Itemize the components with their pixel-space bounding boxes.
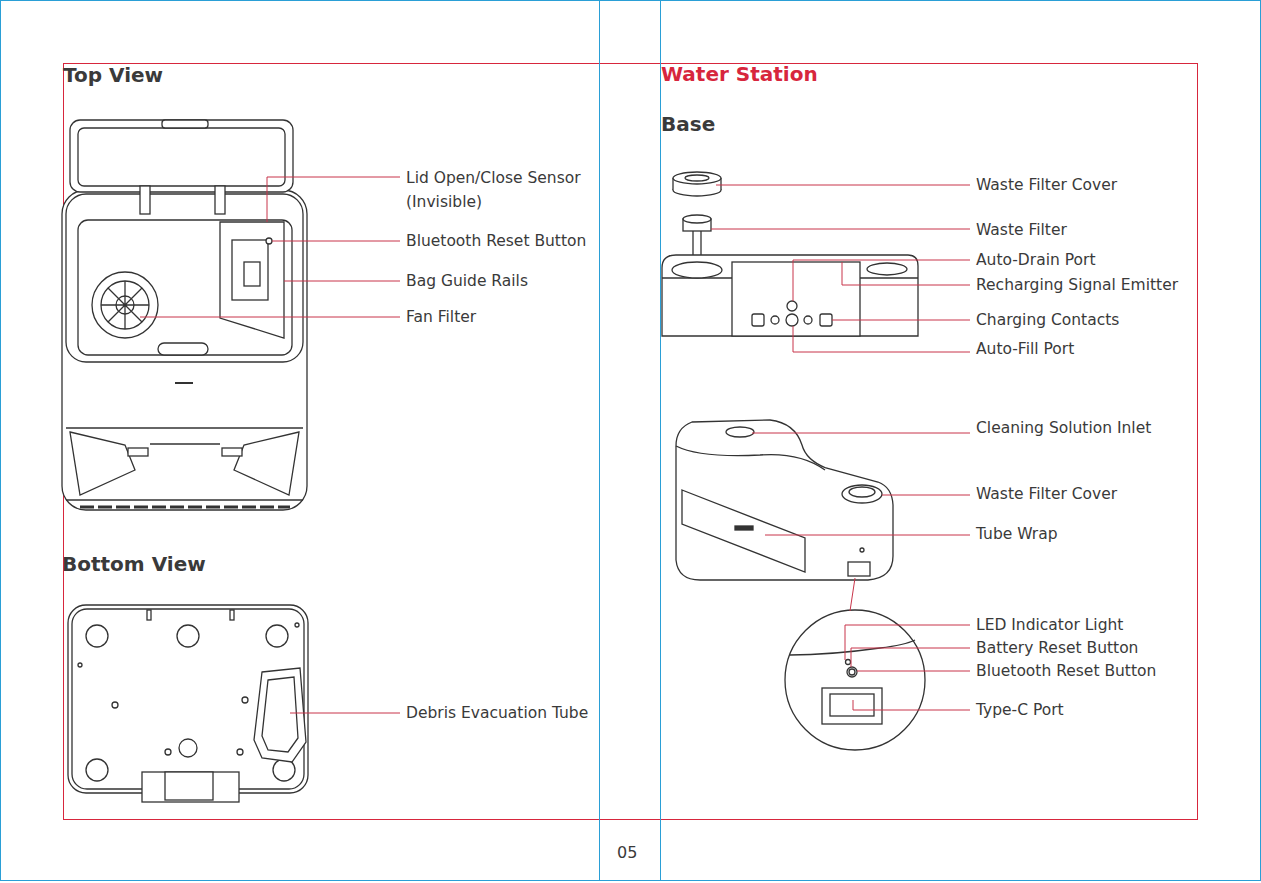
station-drawing — [676, 420, 925, 750]
top-view-drawing — [62, 120, 307, 510]
part-label: Cleaning Solution Inlet — [976, 416, 1151, 440]
part-label: Bluetooth Reset Button — [976, 659, 1156, 683]
part-label: Waste Filter — [976, 218, 1067, 242]
bottom-view-drawing — [68, 605, 308, 802]
part-label: Debris Evacuation Tube — [406, 701, 588, 725]
part-label: Recharging Signal Emitter — [976, 273, 1178, 297]
part-label: LED Indicator Light — [976, 613, 1123, 637]
part-label: Lid Open/Close Sensor (Invisible) — [406, 166, 606, 214]
part-label: Bluetooth Reset Button — [406, 229, 586, 253]
page-number: 05 — [617, 841, 637, 865]
section-heading: Water Station — [661, 62, 818, 86]
part-label: Auto-Drain Port — [976, 248, 1095, 272]
part-label: Waste Filter Cover — [976, 482, 1117, 506]
part-label: Type-C Port — [976, 698, 1064, 722]
part-label: Charging Contacts — [976, 308, 1119, 332]
section-heading: Bottom View — [62, 552, 206, 576]
part-label: Tube Wrap — [976, 522, 1058, 546]
base-drawing — [662, 172, 918, 336]
part-label: Waste Filter Cover — [976, 173, 1117, 197]
part-label: Battery Reset Button — [976, 636, 1138, 660]
part-label: Fan Filter — [406, 305, 476, 329]
part-label: Bag Guide Rails — [406, 269, 528, 293]
leader-lines — [140, 177, 970, 713]
part-label: Auto-Fill Port — [976, 337, 1074, 361]
section-heading: Base — [661, 112, 715, 136]
section-heading: Top View — [63, 63, 163, 87]
